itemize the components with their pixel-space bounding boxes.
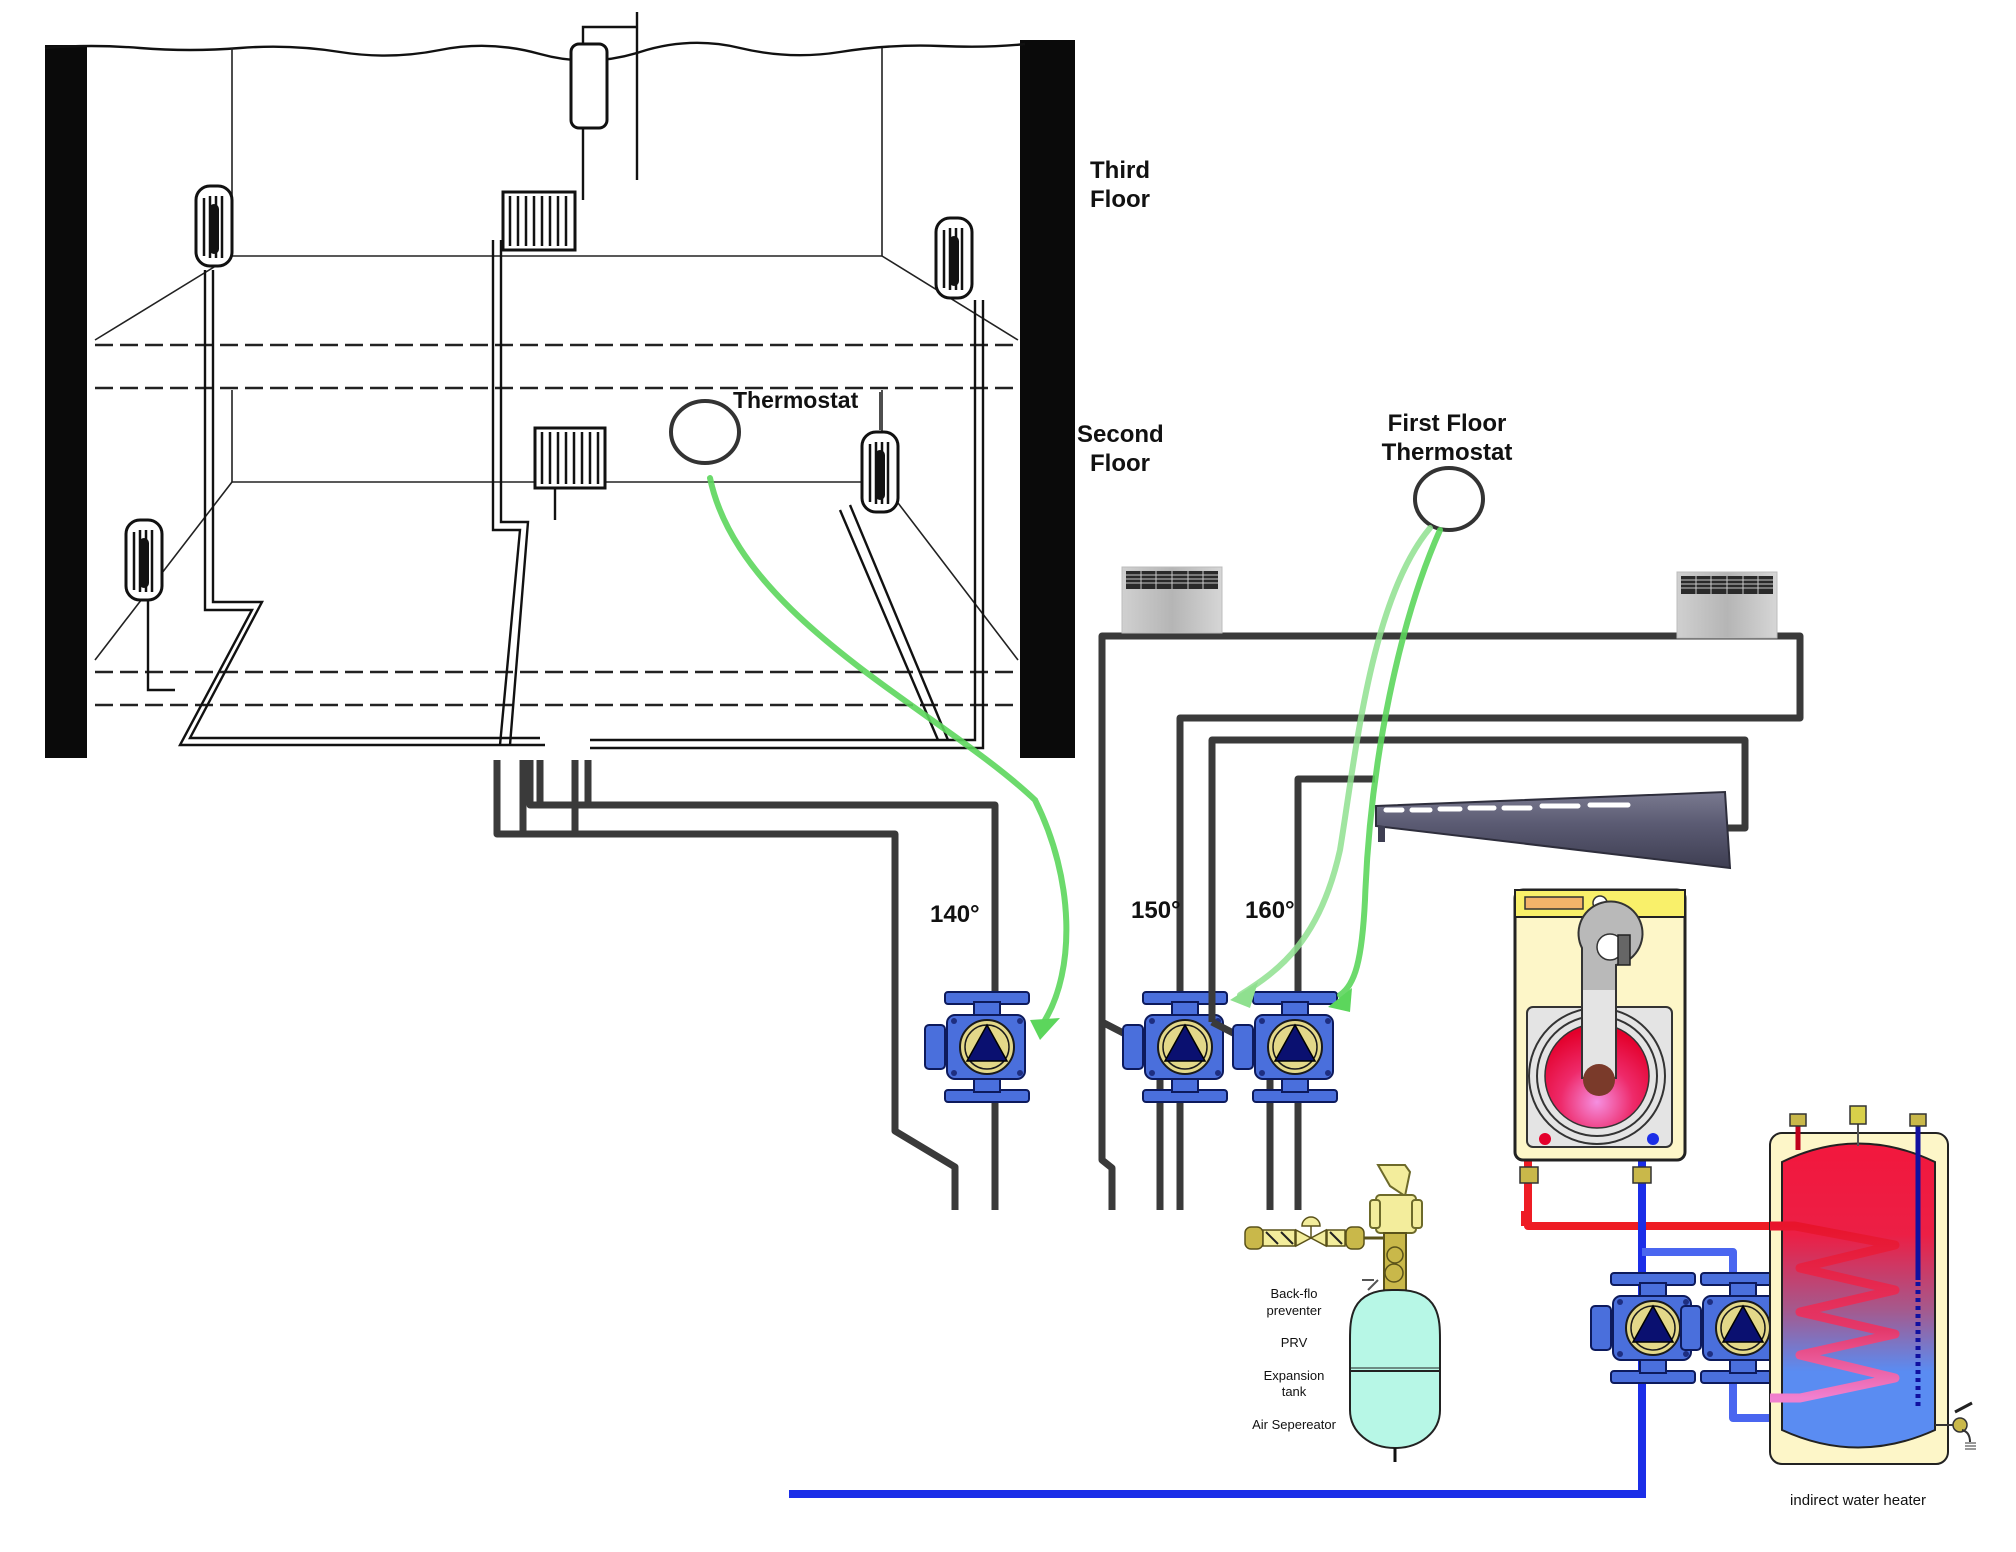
- component-legend: Back-flo preventer PRV Expansion tank Ai…: [1252, 1286, 1336, 1432]
- upper-floor-thermostat[interactable]: Thermostat: [669, 387, 881, 465]
- thermostat-icon[interactable]: [669, 399, 741, 465]
- svg-text:PRV: PRV: [1281, 1335, 1308, 1350]
- first-floor-thermostat-label-line1: First Floor: [1388, 410, 1507, 437]
- boiler: [1513, 888, 1687, 1184]
- hot-outlet-fitting: [1789, 1113, 1807, 1127]
- svg-text:Expansion: Expansion: [1264, 1368, 1325, 1383]
- control-wire-upper-to-140: [707, 475, 1070, 1023]
- roof-line: [44, 41, 1026, 62]
- pressure-reducing-valve: [1295, 1216, 1327, 1248]
- fill-valve-assembly: [1244, 1164, 1423, 1294]
- drain-valve: [1935, 1401, 1976, 1450]
- radiator-third-floor-center: [501, 190, 577, 252]
- zone-150-temperature: 150°: [1131, 897, 1181, 924]
- primary-loop: [789, 1140, 1790, 1498]
- air-separator: [1375, 1194, 1417, 1234]
- panel-radiator-left: [1121, 566, 1223, 634]
- zone-160-circulator-pump[interactable]: [1232, 991, 1338, 1103]
- building-cutaway: [44, 12, 1075, 762]
- zone-140-temperature: 140°: [930, 901, 980, 928]
- control-wire-first-to-150: [1237, 525, 1433, 998]
- panel-radiator-right: [1676, 571, 1778, 639]
- second-floor-label: Second Floor: [1077, 421, 1164, 477]
- boiler-display: [1524, 896, 1584, 910]
- zone-140-piping: [493, 760, 999, 1210]
- relief-valve: [1849, 1105, 1867, 1125]
- backflow-preventer: [1244, 1226, 1296, 1250]
- zone-140-circulator-pump[interactable]: [924, 991, 1030, 1103]
- expansion-tank: [1349, 1289, 1441, 1462]
- third-floor-label: Third Floor: [1090, 157, 1150, 213]
- radiator-third-floor-right: [934, 216, 974, 300]
- radiator-second-floor-left: [124, 518, 164, 602]
- heat-exchanger-coil: [1770, 1221, 1900, 1403]
- zone-160-temperature: 160°: [1245, 897, 1295, 924]
- svg-text:Third: Third: [1090, 157, 1150, 184]
- left-wall: [45, 45, 87, 758]
- boiler-circulator-pump[interactable]: [1590, 1272, 1696, 1384]
- svg-text:Second: Second: [1077, 421, 1164, 448]
- building-piping: [146, 240, 985, 750]
- arrow-head: [1328, 988, 1352, 1012]
- thermostat-icon[interactable]: [1413, 466, 1485, 532]
- arrow-head: [1230, 982, 1258, 1008]
- indirect-water-heater: indirect water heater: [1769, 1105, 1976, 1509]
- boiler-return-union: [1632, 1166, 1652, 1184]
- radiator-second-floor-center: [533, 426, 607, 490]
- zone-150-piping: [1098, 632, 1804, 1210]
- first-floor-thermostat[interactable]: First Floor Thermostat: [1382, 410, 1513, 532]
- attic-expansion-tank: [569, 12, 639, 200]
- svg-text:Air Sepereator: Air Sepereator: [1252, 1417, 1336, 1432]
- control-wire-first-to-160: [1337, 527, 1443, 998]
- right-wall: [1020, 40, 1075, 758]
- svg-text:tank: tank: [1282, 1384, 1307, 1399]
- baseboard-convector: [1375, 790, 1732, 870]
- cold-inlet-fitting: [1909, 1113, 1927, 1127]
- radiator-third-floor-left: [194, 184, 234, 268]
- first-floor-thermostat-label-line2: Thermostat: [1382, 439, 1513, 466]
- arrow-head: [1030, 1018, 1060, 1040]
- boiler-supply-union: [1519, 1166, 1539, 1184]
- water-heater-label: indirect water heater: [1790, 1492, 1926, 1509]
- radiator-second-floor-right: [860, 430, 900, 514]
- svg-text:preventer: preventer: [1267, 1303, 1323, 1318]
- svg-text:Floor: Floor: [1090, 450, 1150, 477]
- svg-text:Floor: Floor: [1090, 186, 1150, 213]
- svg-text:Back-flo: Back-flo: [1271, 1286, 1318, 1301]
- thermostat-label: Thermostat: [733, 387, 859, 413]
- control-wires: [707, 475, 1443, 1040]
